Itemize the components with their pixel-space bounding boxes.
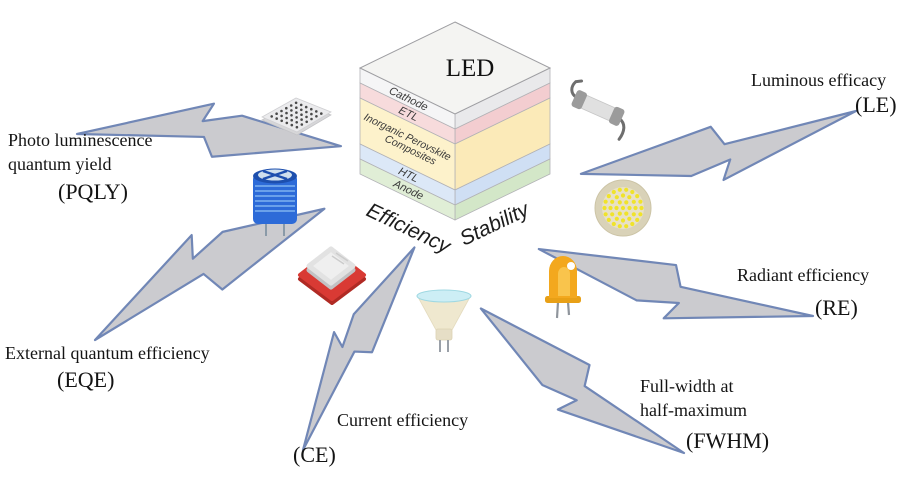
led-diode-icon (545, 256, 581, 319)
metric-name-line: Photo luminescence (8, 130, 153, 150)
fuse-icon (570, 79, 626, 141)
metric-eqe: External quantum efficiency (EQE) (5, 341, 210, 393)
metric-abbr: (PQLY) (58, 179, 128, 204)
metric-name-line: quantum yield (8, 154, 112, 174)
metric-abbr: (CE) (293, 442, 336, 467)
push-button-icon (298, 246, 366, 305)
metric-abbr: (FWHM) (686, 428, 770, 453)
device-title: LED (446, 55, 495, 82)
led-device-stack: LED Cathode ETL Inorganic Perovskite Com… (358, 21, 552, 259)
metric-le: Luminous efficacy (LE) (751, 68, 897, 118)
metric-pqly: Photo luminescence quantum yield (PQLY) (8, 128, 152, 205)
metric-fwhm: Full-width at half-maximum (FWHM) (640, 374, 769, 454)
device-top-face (358, 21, 552, 115)
metric-name-line: External quantum efficiency (5, 343, 210, 363)
perforated-led-panel-icon (261, 97, 332, 136)
metric-ce: Current efficiency (CE) (293, 408, 468, 468)
metric-name-line: Radiant efficiency (737, 265, 870, 285)
metric-name-line: Current efficiency (337, 410, 469, 430)
led-module-icon (594, 179, 652, 237)
spotlight-bulb-icon (416, 289, 472, 352)
metric-re: Radiant efficiency (RE) (737, 263, 869, 321)
layer-anode-left-face (359, 158, 456, 221)
metric-name-line: Full-width at (640, 376, 734, 396)
metric-abbr: (LE) (855, 92, 897, 117)
electrolytic-capacitor-icon (253, 168, 297, 236)
metric-name-line: half-maximum (640, 400, 747, 420)
metric-abbr: (EQE) (57, 367, 115, 392)
metric-name-line: Luminous efficacy (751, 70, 887, 90)
metric-abbr: (RE) (815, 295, 858, 320)
